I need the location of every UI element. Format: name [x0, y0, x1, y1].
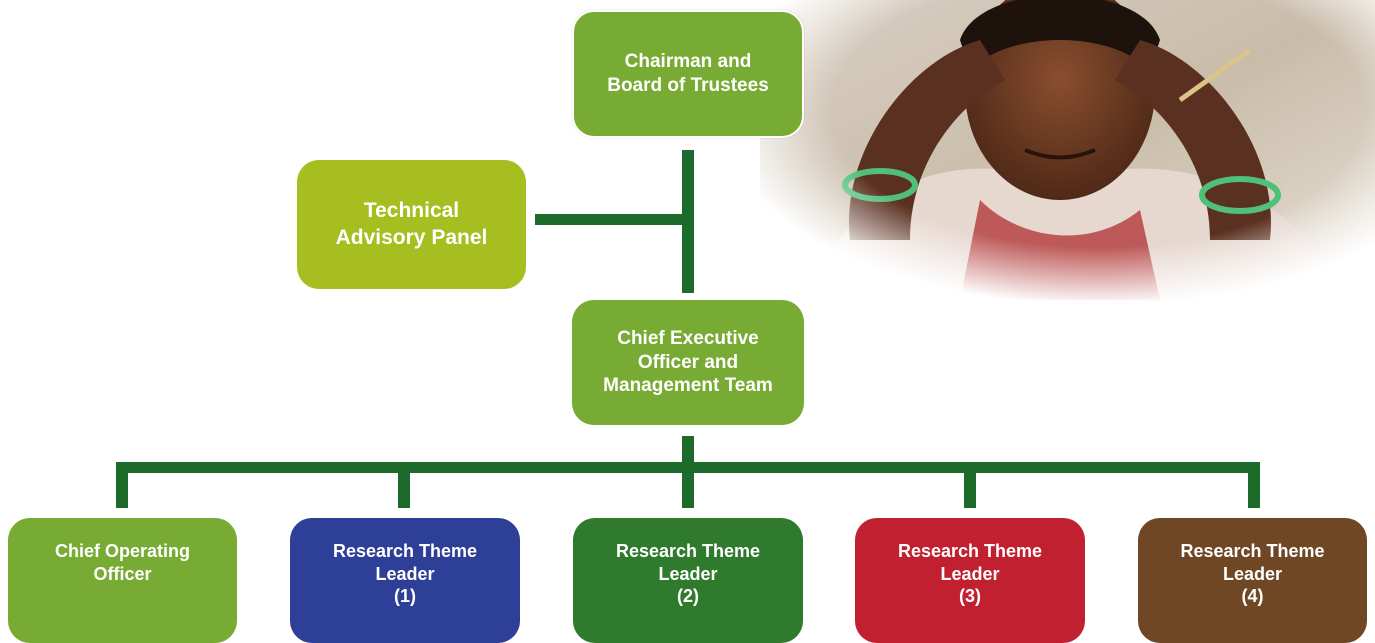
research-theme-leader-4-box: Research Theme Leader (4) — [1138, 518, 1367, 643]
research-theme-leader-2-label: Research Theme Leader (2) — [615, 541, 761, 606]
ceo-box: Chief Executive Officer and Management T… — [572, 300, 804, 425]
research-theme-leader-1-box: Research Theme Leader (1) — [290, 518, 520, 643]
technical-advisory-panel-label: Technical Advisory Panel — [335, 199, 488, 249]
ceo-label: Chief Executive Officer and Management T… — [603, 327, 773, 397]
research-theme-leader-4-label: Research Theme Leader (4) — [1180, 541, 1325, 606]
research-theme-leader-2-box: Research Theme Leader (2) — [573, 518, 803, 643]
connector-drop-rtl3 — [964, 462, 976, 508]
coo-label: Chief Operating Officer — [54, 541, 190, 584]
research-theme-leader-3-label: Research Theme Leader (3) — [897, 541, 1043, 606]
connector-drop-coo — [116, 462, 128, 508]
connector-advisory — [535, 214, 694, 225]
chairman-box: Chairman and Board of Trustees — [572, 10, 804, 138]
coo-box: Chief Operating Officer — [8, 518, 237, 643]
chairman-label: Chairman and Board of Trustees — [607, 51, 769, 96]
research-theme-leader-1-label: Research Theme Leader (1) — [332, 541, 478, 606]
child-photo — [760, 0, 1375, 315]
technical-advisory-panel-box: Technical Advisory Panel — [297, 160, 526, 289]
connector-drop-rtl1 — [398, 462, 410, 508]
connector-drop-rtl4 — [1248, 462, 1260, 508]
connector-horizontal-bus — [116, 462, 1260, 473]
research-theme-leader-3-box: Research Theme Leader (3) — [855, 518, 1085, 643]
